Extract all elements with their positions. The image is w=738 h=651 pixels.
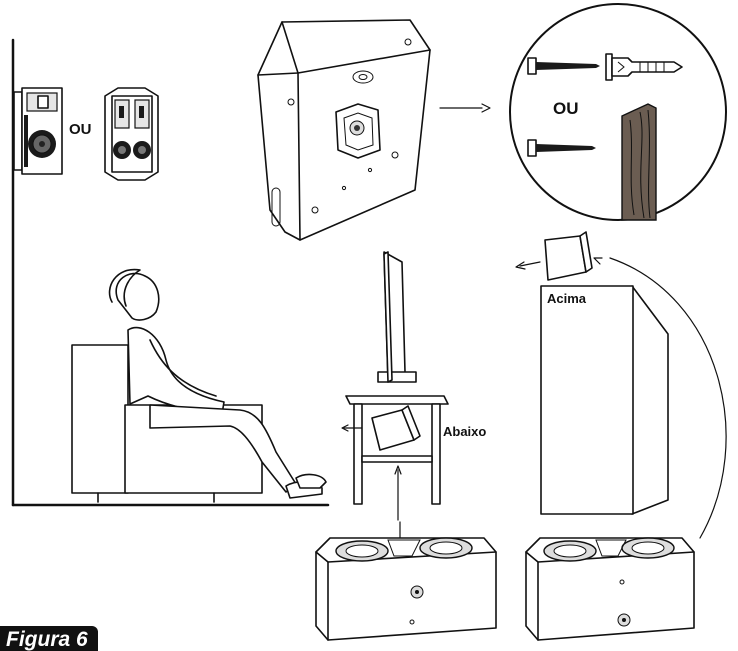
above-label: Acima bbox=[547, 291, 587, 306]
tall-cabinet bbox=[541, 232, 668, 514]
viewer-in-armchair bbox=[72, 270, 326, 502]
tv-on-stand bbox=[346, 252, 448, 504]
speaker-rear-keyhole-view bbox=[258, 20, 430, 240]
ou-label-fixings: OU bbox=[553, 99, 579, 118]
arrow-up-to-shelf bbox=[395, 466, 401, 520]
wall-speaker-side-view bbox=[14, 88, 62, 174]
arrow-to-fixings bbox=[440, 104, 490, 112]
wall-speaker-front-view bbox=[105, 88, 158, 180]
center-speaker-above bbox=[526, 538, 694, 640]
fixings-callout bbox=[510, 4, 726, 220]
center-speaker-below bbox=[316, 538, 496, 640]
ou-label-wall: OU bbox=[69, 121, 92, 138]
below-label: Abaixo bbox=[443, 424, 486, 439]
wood-stud-icon bbox=[622, 104, 656, 220]
figure-tag: Figura 6 bbox=[0, 626, 98, 651]
arrow-left-above bbox=[516, 262, 540, 269]
